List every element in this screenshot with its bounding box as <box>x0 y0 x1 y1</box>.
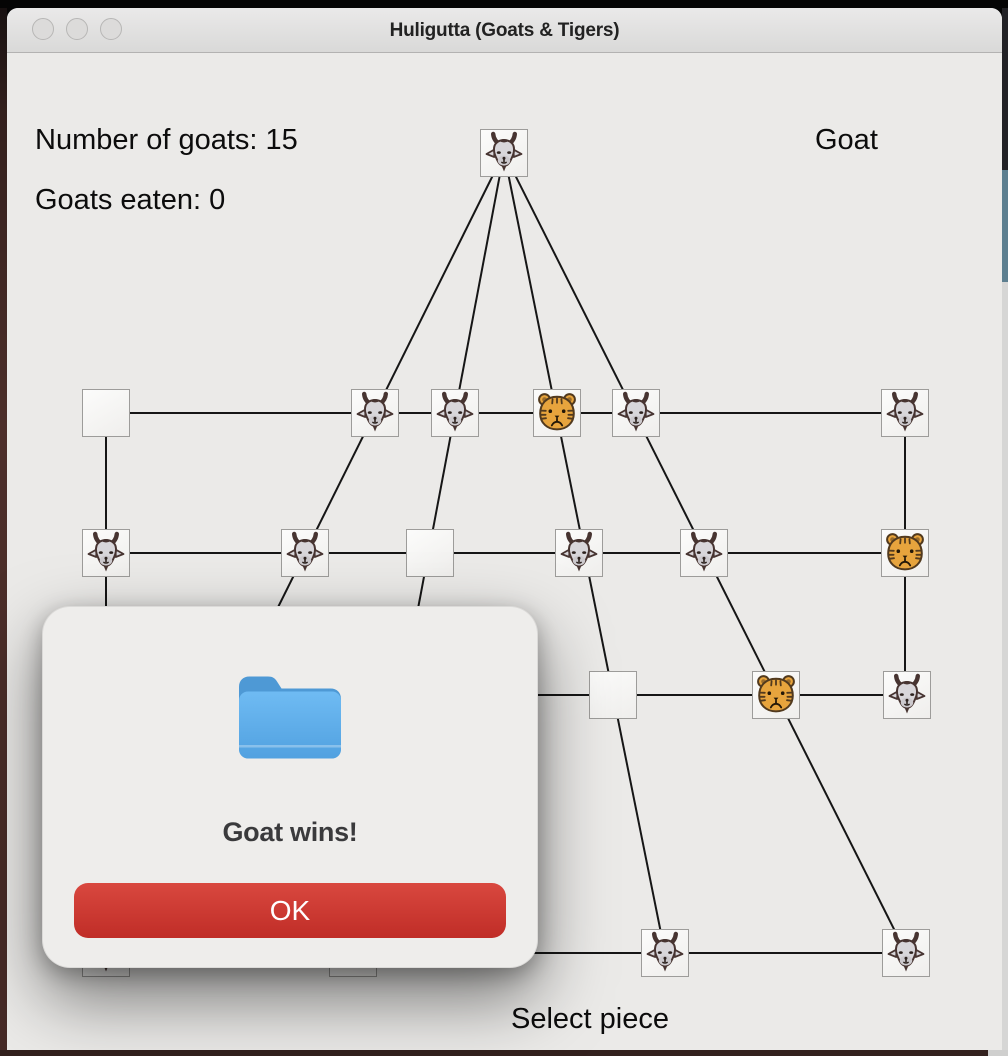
goat-icon <box>433 391 477 435</box>
minimize-button[interactable] <box>66 18 88 40</box>
goat-icon <box>353 391 397 435</box>
board-node-tiger[interactable] <box>881 529 929 577</box>
board-node-goat[interactable] <box>431 389 479 437</box>
titlebar: Huligutta (Goats & Tigers) <box>7 8 1002 53</box>
dialog: Goat wins! OK <box>42 606 538 968</box>
board-node-tiger[interactable] <box>752 671 800 719</box>
tiger-icon <box>754 673 798 717</box>
board-node-goat[interactable] <box>612 389 660 437</box>
board-node-goat[interactable] <box>680 529 728 577</box>
background-window-edge-right <box>1002 8 1008 1056</box>
turn-label: Goat <box>815 124 878 156</box>
board-node-goat[interactable] <box>881 389 929 437</box>
window-title: Huligutta (Goats & Tigers) <box>389 20 620 41</box>
ok-button-label: OK <box>269 894 311 926</box>
ok-button[interactable]: OK <box>74 883 506 938</box>
board-node-goat[interactable] <box>281 529 329 577</box>
goat-icon <box>84 531 128 575</box>
dialog-title: Goat wins! <box>222 817 358 847</box>
board-node-empty[interactable] <box>589 671 637 719</box>
board-node-goat[interactable] <box>641 929 689 977</box>
board-node-goat[interactable] <box>883 671 931 719</box>
close-button[interactable] <box>32 18 54 40</box>
goat-icon <box>557 531 601 575</box>
tiger-icon <box>535 391 579 435</box>
background-window-edge-bottom <box>0 1050 988 1056</box>
folder-icon <box>230 661 350 767</box>
board-node-goat[interactable] <box>351 389 399 437</box>
board-node-goat[interactable] <box>882 929 930 977</box>
background-window-edge-bottom-right <box>988 1050 1008 1056</box>
goat-icon <box>283 531 327 575</box>
goat-icon <box>884 931 928 975</box>
tiger-icon <box>883 531 927 575</box>
goat-icon <box>643 931 687 975</box>
board-node-empty[interactable] <box>82 389 130 437</box>
board-node-empty[interactable] <box>406 529 454 577</box>
goat-icon <box>883 391 927 435</box>
maximize-button[interactable] <box>100 18 122 40</box>
goat-icon <box>885 673 929 717</box>
goat-icon <box>682 531 726 575</box>
board-node-goat[interactable] <box>480 129 528 177</box>
goat-icon <box>614 391 658 435</box>
board-node-goat[interactable] <box>555 529 603 577</box>
background-window-edge-left <box>0 8 7 1056</box>
board-node-tiger[interactable] <box>533 389 581 437</box>
board-node-goat[interactable] <box>82 529 130 577</box>
goats-count-label: Number of goats: 15 <box>35 124 298 156</box>
status-label: Select piece <box>511 1003 669 1035</box>
goat-icon <box>482 131 526 175</box>
